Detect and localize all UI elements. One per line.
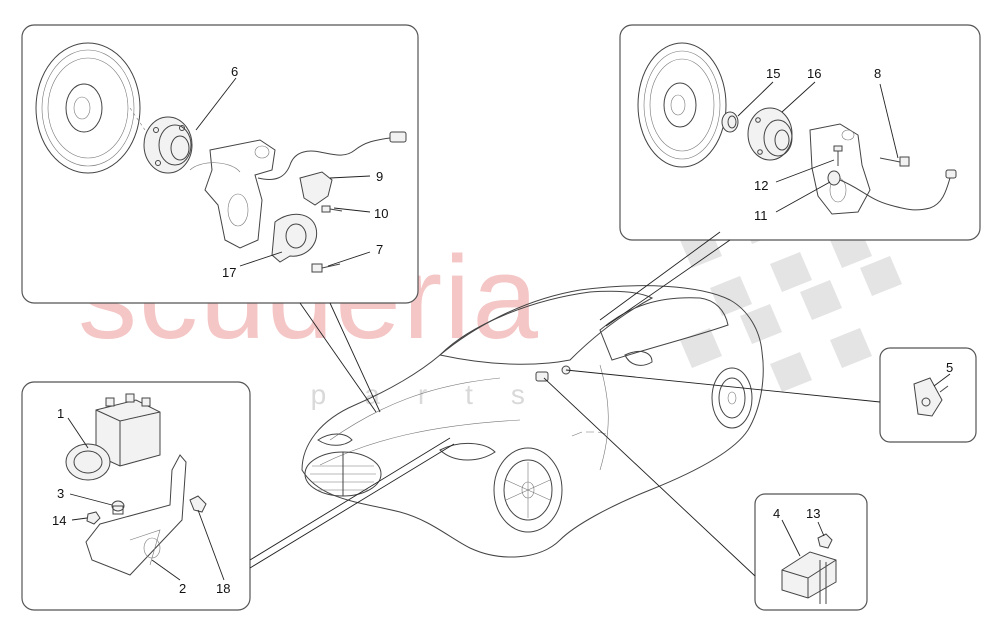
- ground-terminal: [913, 377, 949, 417]
- front-hub-bearing: [143, 116, 193, 174]
- car-rear-wheel: [711, 367, 753, 429]
- callout-17: 17: [222, 265, 236, 280]
- car-grille: [304, 451, 382, 497]
- callout-1: 1: [57, 406, 64, 421]
- front-tone-ring: [271, 213, 318, 263]
- callout-13: 13: [806, 506, 820, 521]
- checker-flag-watermark: [680, 180, 902, 392]
- panel-leaders: [249, 231, 881, 577]
- callout-2: 2: [179, 581, 186, 596]
- callout-18: 18: [216, 581, 230, 596]
- rear-hub: [747, 107, 793, 161]
- car-headlight-left: [317, 433, 353, 446]
- front-abs-sensor-cable: [257, 131, 407, 180]
- rear-sensor-screw: [833, 145, 843, 166]
- rear-brake-disc: [637, 42, 727, 168]
- callout-11: 11: [754, 208, 768, 223]
- yaw-sensor-nut: [817, 533, 833, 549]
- car-front-wheel: [493, 447, 563, 533]
- abs-nut: [86, 511, 101, 525]
- abs-grommet: [111, 500, 125, 515]
- rear-hub-panel: 15 16 8 12 11: [619, 24, 981, 241]
- front-brake-disc: [35, 42, 146, 174]
- front-hub-panel: 6 9 10 7 17: [21, 24, 419, 304]
- abs-clip: [189, 495, 207, 513]
- yaw-rate-sensor: [781, 551, 837, 604]
- callout-9: 9: [376, 169, 383, 184]
- rear-bearing: [721, 111, 739, 133]
- callout-8: 8: [874, 66, 881, 81]
- yaw-sensor-panel: 4 13: [754, 493, 868, 611]
- callout-10: 10: [374, 206, 388, 221]
- rear-abs-sensor: [827, 169, 957, 211]
- abs-unit-panel: 1 3 14 2 18: [21, 381, 251, 611]
- front-bolt-10: [321, 205, 343, 213]
- callout-7: 7: [376, 242, 383, 257]
- callout-15: 15: [766, 66, 780, 81]
- callout-6: 6: [231, 64, 238, 79]
- front-steering-knuckle: [189, 139, 276, 249]
- front-sensor-bracket: [299, 171, 333, 206]
- callout-14: 14: [52, 513, 66, 528]
- callout-16: 16: [807, 66, 821, 81]
- front-bolt-7: [311, 263, 341, 273]
- callout-12: 12: [754, 178, 768, 193]
- abs-bracket: [85, 454, 187, 576]
- callout-3: 3: [57, 486, 64, 501]
- rear-bolt-8: [879, 156, 910, 167]
- ground-terminal-panel: 5: [879, 347, 977, 443]
- callout-4: 4: [773, 506, 780, 521]
- car-mirror: [624, 351, 653, 366]
- car-headlight-right: [439, 443, 496, 461]
- car-illustration: [301, 285, 764, 558]
- callout-5: 5: [946, 360, 953, 375]
- abs-hydraulic-unit: [65, 393, 161, 481]
